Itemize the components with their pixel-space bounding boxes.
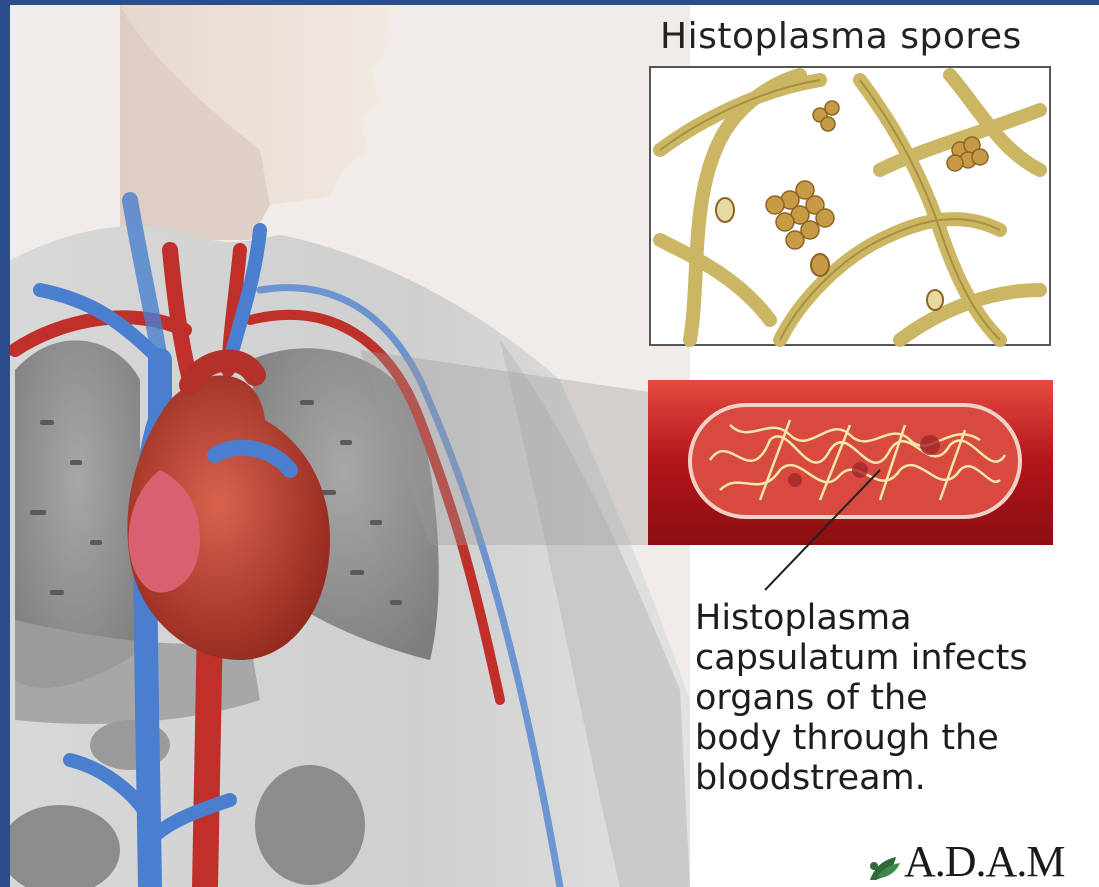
blood-vessel-inset (648, 380, 1053, 545)
spores-inset (650, 67, 1050, 345)
caption-line: bloodstream. (695, 758, 1095, 798)
frame-left-border (0, 0, 10, 887)
adam-logo: A.D.A.M (868, 836, 1064, 884)
adam-leaf-icon (868, 854, 904, 884)
caption-line: Histoplasma (695, 598, 1095, 638)
caption-line: organs of the (695, 678, 1095, 718)
caption-line: body through the (695, 718, 1095, 758)
adam-logo-text: A.D.A.M (904, 840, 1064, 884)
spores-title: Histoplasma spores (660, 16, 1022, 57)
frame-top-border (0, 0, 1099, 5)
caption-line: capsulatum infects (695, 638, 1095, 678)
infection-caption: Histoplasma capsulatum infects organs of… (695, 598, 1095, 798)
